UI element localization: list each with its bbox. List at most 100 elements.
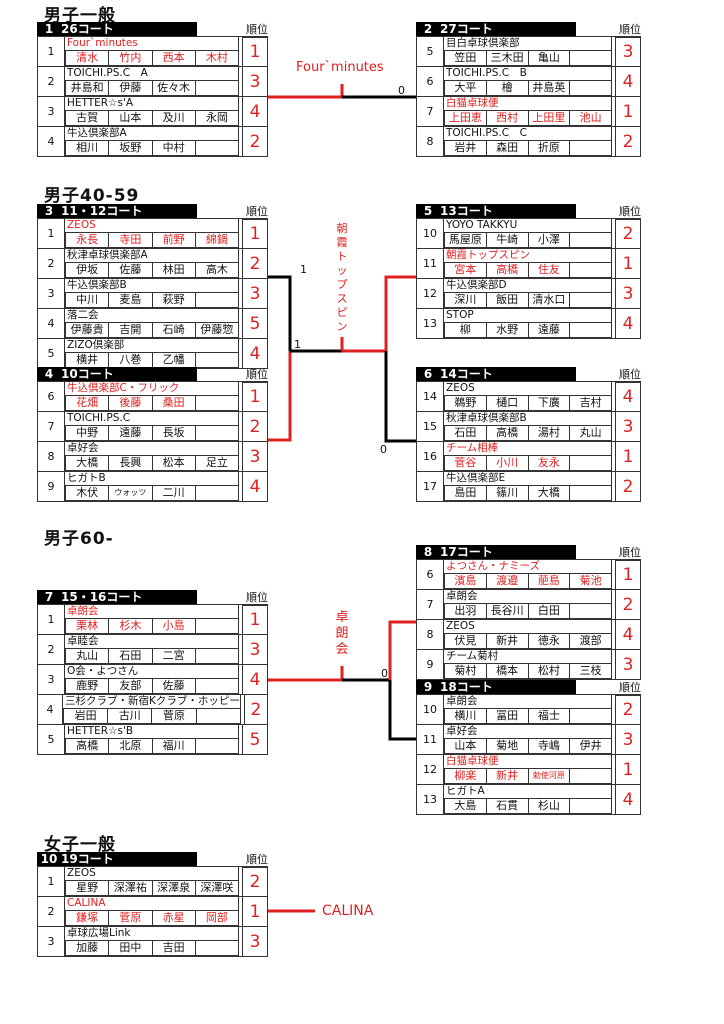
team-name: よつさん・ナミーズ — [444, 560, 612, 574]
rank-column-label: 順位 — [619, 23, 641, 36]
seed-number: 8 — [38, 442, 65, 471]
member-name: 山本 — [444, 739, 486, 753]
seed-number: 4 — [38, 127, 65, 156]
court-label: 26コート — [61, 22, 114, 36]
member-name: 松村 — [527, 664, 570, 678]
member-name: 杉木 — [108, 619, 151, 633]
member-name: 石貫 — [485, 799, 528, 813]
seed-number: 12 — [417, 755, 444, 784]
group-number: 4 — [44, 367, 54, 381]
court-label: 11・12コート — [61, 204, 143, 218]
member-name: 横川 — [444, 709, 486, 723]
team-name: 落二会 — [65, 309, 239, 323]
bracket-line — [384, 351, 416, 443]
member-name: 足立 — [194, 456, 238, 470]
member-name: 笠田 — [444, 51, 486, 65]
member-name: 吉田 — [151, 941, 195, 955]
team-cell: 白猫卓球便上田恵西村上田里池山 — [444, 97, 615, 126]
member-list: 柳水野遠藤 — [444, 323, 612, 338]
member-name: 相川 — [65, 141, 108, 155]
member-name: 高橋 — [485, 263, 528, 277]
seed-number: 4 — [38, 309, 65, 338]
score-label: 0 — [381, 667, 388, 680]
rank-value: 3 — [615, 412, 641, 441]
member-name: 石崎 — [151, 323, 195, 337]
team-cell: 落二会伊藤貴吉開石崎伊藤惣 — [65, 309, 242, 338]
member-name: 松本 — [151, 456, 195, 470]
bracket-line — [388, 680, 416, 741]
member-name: 勅使河原 — [527, 769, 570, 783]
member-name: 深澤祐 — [108, 881, 151, 895]
member-name: 檜 — [485, 81, 528, 95]
group-number: 2 — [423, 22, 433, 36]
winner-label-mens-open: Four`minutes — [296, 60, 384, 75]
member-name — [569, 799, 611, 813]
rank-column-label: 順位 — [619, 546, 641, 559]
rank-value: 2 — [615, 472, 641, 501]
member-name — [569, 263, 611, 277]
member-name: 上田里 — [527, 111, 570, 125]
team-name: HETTER☆s'B — [65, 725, 239, 739]
court-label: 17コート — [440, 545, 493, 559]
member-name — [194, 739, 238, 753]
member-name: 二川 — [151, 486, 195, 500]
seed-number: 11 — [417, 725, 444, 754]
member-list: 栗林杉木小島 — [65, 619, 239, 634]
team-name: 卓好会 — [65, 442, 239, 456]
member-name: 飯田 — [485, 293, 528, 307]
member-list: 馬屋原牛崎小澤 — [444, 233, 612, 248]
member-name: 菅谷 — [444, 456, 486, 470]
team-name: YOYO TAKKYU — [444, 219, 612, 233]
member-name: 伊藤貴 — [65, 323, 108, 337]
member-list: 石田高橋湯村丸山 — [444, 426, 612, 441]
rank-value: 4 — [615, 382, 641, 411]
rank-value: 2 — [615, 127, 641, 156]
member-name: 横井 — [65, 353, 108, 367]
member-list: 花畑後藤桑田 — [65, 396, 239, 411]
rank-value: 3 — [242, 67, 268, 96]
team-cell: 卓好会山本菊地寺嶋伊井 — [444, 725, 615, 754]
team-name: STOP — [444, 309, 612, 323]
member-name: 西本 — [151, 51, 195, 65]
member-name: 橋本 — [485, 664, 528, 678]
member-list: 丸山石田二宮 — [65, 649, 239, 664]
member-name — [569, 293, 611, 307]
member-list: 清水竹内西本木村 — [65, 51, 239, 66]
group-header-bar: 1 26コート — [37, 22, 197, 36]
team-name: 朝霞トップスピン — [444, 249, 612, 263]
group-number: 1 — [44, 22, 54, 36]
team-cell: 三杉クラブ・新宿Kクラブ・ホッピー岩田古川菅原 — [62, 695, 244, 724]
member-name: 清水口 — [527, 293, 570, 307]
member-name: 森田 — [485, 141, 528, 155]
member-name: 菊池 — [569, 574, 611, 588]
member-name: 三木田 — [485, 51, 528, 65]
member-list: 星野深澤祐深澤泉深澤咲 — [65, 881, 239, 896]
seed-number: 1 — [38, 219, 65, 248]
rank-column-label: 順位 — [246, 368, 268, 381]
seed-number: 5 — [38, 725, 65, 754]
team-name: 卓好会 — [444, 725, 612, 739]
team-name: 牛込倶楽部D — [444, 279, 612, 293]
rank-column-label: 順位 — [246, 23, 268, 36]
member-name: 下廣 — [527, 396, 570, 410]
member-name: 寺田 — [108, 233, 151, 247]
team-cell: チーム菊村菊村橋本松村三枝 — [444, 650, 615, 679]
seed-number: 2 — [38, 897, 65, 926]
winner-label-mens-60: 卓朗会 — [335, 610, 349, 657]
seed-number: 1 — [38, 867, 65, 896]
member-name: 長谷川 — [485, 604, 528, 618]
member-name: 馬屋原 — [444, 233, 486, 247]
